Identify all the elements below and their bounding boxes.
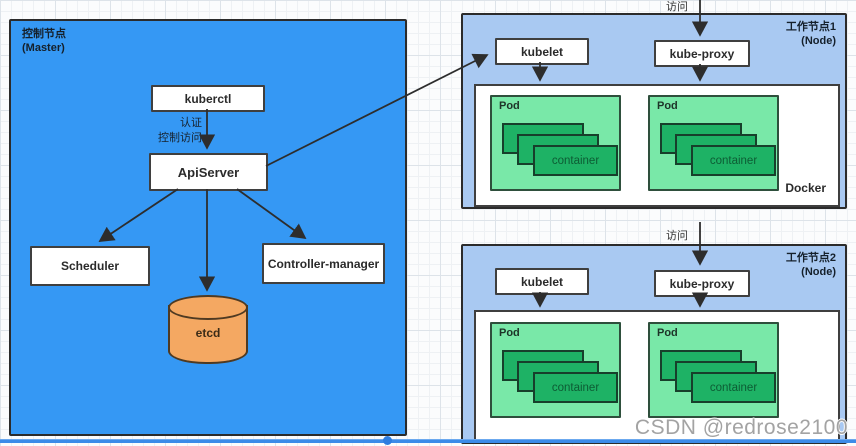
worker-node-1-subtitle: (Node) [801, 35, 836, 48]
access-label-node2: 访问 [666, 230, 688, 242]
kube-proxy-label-node2: kube-proxy [669, 276, 735, 291]
csdn-watermark: CSDN @redrose2100 [634, 416, 848, 439]
kube-proxy-label-node1: kube-proxy [669, 46, 735, 61]
pod-label: Pod [499, 327, 520, 339]
controller-manager-box: Controller-manager [262, 243, 385, 284]
scheduler-label: Scheduler [60, 259, 120, 273]
container-box: container [533, 372, 618, 403]
pod-box: Pod container [490, 95, 621, 191]
pod-box: Pod container [648, 322, 779, 418]
auth-label-line1: 认证 [180, 117, 202, 129]
auth-access-label: 认证 控制访问 [138, 116, 202, 146]
container-label: container [709, 154, 758, 167]
kuberctl-box: kuberctl [151, 85, 265, 112]
kubelet-box-node1: kubelet [495, 38, 589, 65]
auth-label-line2: 控制访问 [158, 131, 202, 144]
access-label-node1: 访问 [666, 1, 688, 13]
apiserver-label: ApiServer [177, 164, 240, 180]
docker-label-node1: Docker [785, 181, 826, 195]
master-subtitle: (Master) [22, 42, 65, 55]
etcd-label: etcd [195, 326, 221, 340]
container-box: container [691, 372, 776, 403]
worker-node-2-region-label: 工作节点2 (Node) [786, 251, 836, 280]
scheduler-box: Scheduler [30, 246, 150, 286]
worker-node-1-title: 工作节点1 [785, 21, 836, 33]
apiserver-box: ApiServer [149, 153, 268, 191]
master-node-box: 控制节点 (Master) [9, 19, 407, 436]
master-title: 控制节点 [22, 28, 66, 40]
controller-manager-label: Controller-manager [267, 256, 380, 271]
container-label: container [709, 381, 758, 394]
kubelet-box-node2: kubelet [495, 268, 589, 295]
container-box: container [691, 145, 776, 176]
container-label: container [551, 154, 600, 167]
guideline-handle [383, 436, 392, 445]
kube-proxy-box-node1: kube-proxy [654, 40, 750, 67]
pod-label: Pod [657, 327, 678, 339]
worker-node-1-region-label: 工作节点1 (Node) [786, 20, 836, 49]
kubelet-label-node1: kubelet [520, 44, 563, 59]
master-region-label: 控制节点 (Master) [22, 27, 66, 56]
pod-box: Pod container [648, 95, 779, 191]
kube-proxy-box-node2: kube-proxy [654, 270, 750, 297]
pod-label: Pod [657, 100, 678, 112]
etcd-cylinder-top [168, 295, 248, 320]
worker-node-2-title: 工作节点2 [785, 252, 836, 264]
pod-box: Pod container [490, 322, 621, 418]
worker-node-2-subtitle: (Node) [801, 266, 836, 279]
container-box: container [533, 145, 618, 176]
pod-label: Pod [499, 100, 520, 112]
kuberctl-label: kuberctl [184, 91, 232, 106]
container-label: container [551, 381, 600, 394]
canvas-guideline [0, 439, 856, 443]
kubelet-label-node2: kubelet [520, 274, 563, 289]
